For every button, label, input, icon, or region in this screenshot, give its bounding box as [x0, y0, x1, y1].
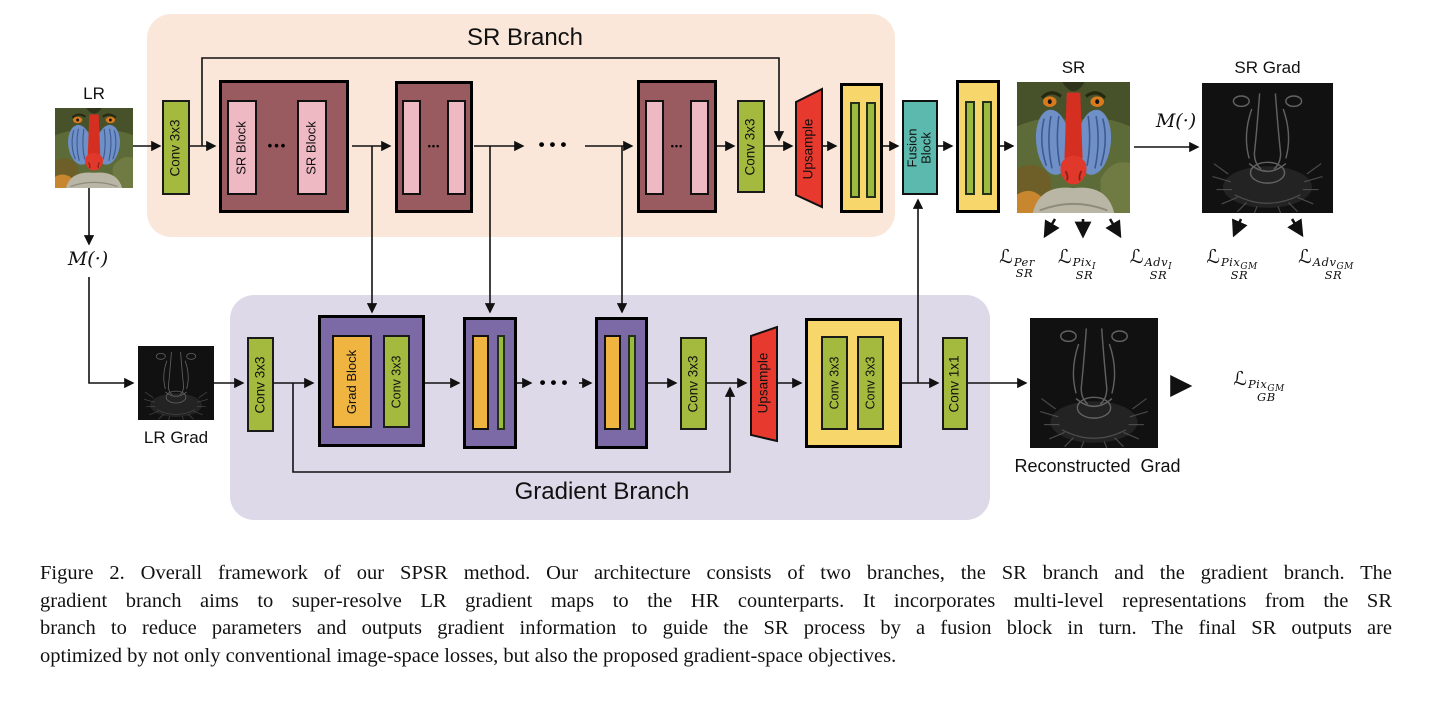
upsample-label: Upsample	[800, 118, 815, 179]
caption-line: branch to reduce parameters and outputs …	[40, 617, 1392, 639]
sr-grad-image-label: SR Grad	[1234, 58, 1301, 77]
conv1x1-grad: Conv 1x1	[942, 337, 968, 430]
upsample-grad: Upsample	[748, 336, 778, 430]
conv-bar	[628, 335, 636, 430]
conv3x3-sr-head: Conv 3x3	[162, 100, 190, 195]
lr-image	[55, 108, 133, 188]
gradient-branch-title: Gradient Branch	[514, 478, 690, 505]
caption-line: optimized by not only conventional image…	[40, 644, 897, 667]
grad-block-group-3	[595, 317, 648, 449]
conv3x3-label: Conv 3x3	[863, 356, 878, 410]
sr-image-label: SR	[1061, 58, 1086, 77]
conv3x3-label: Conv 3x3	[389, 355, 404, 408]
feature-block-sr-1	[840, 83, 883, 213]
caption-line: Figure 2. Overall framework of our SPSR …	[40, 562, 1392, 584]
gradient-map-operator: M(·)	[1155, 110, 1197, 132]
ellipsis-dots: •••	[539, 373, 573, 392]
feature-bar	[850, 102, 860, 198]
sr-branch-title: SR Branch	[466, 24, 584, 51]
conv3x3-in-grad-out-1: Conv 3x3	[821, 336, 848, 430]
gradient-map-operator: M(·)	[67, 248, 109, 270]
fusion-label-line2: Block	[919, 131, 934, 164]
conv3x3-in-grad-out-2: Conv 3x3	[857, 336, 884, 430]
sr-block-label: SR Block	[304, 120, 319, 175]
grad-block-label: Grad Block	[344, 349, 359, 414]
conv1x1-label: Conv 1x1	[947, 354, 963, 413]
conv-bar	[497, 335, 505, 430]
grad-block-bar	[604, 335, 621, 430]
figure-caption: Figure 2. Overall framework of our SPSR …	[40, 560, 1392, 670]
sr-block-2b	[447, 100, 466, 195]
conv3x3-in-grad-1: Conv 3x3	[383, 335, 410, 428]
conv3x3-grad-mid: Conv 3x3	[680, 337, 707, 430]
loss-arrows	[1043, 218, 1304, 239]
sr-block-3a	[645, 100, 664, 195]
grad-block-bar	[472, 335, 489, 430]
conv3x3-label: Conv 3x3	[168, 118, 184, 177]
feature-bar	[965, 101, 975, 195]
conv3x3-label: Conv 3x3	[252, 355, 268, 414]
conv3x3-label: Conv 3x3	[743, 117, 759, 176]
ellipsis-dots: •••	[670, 141, 684, 151]
fusion-block: Fusion Block	[902, 100, 938, 195]
feature-block-sr-2	[956, 80, 1000, 213]
reconstructed-grad-label: Reconstructed Grad	[1014, 456, 1181, 476]
caption-line: gradient branch aims to super-resolve LR…	[40, 589, 1392, 612]
sr-block-2a	[402, 100, 421, 195]
sr-image	[1017, 82, 1130, 213]
upsample-label: Upsample	[755, 352, 770, 414]
sr-block-1b: SR Block	[297, 100, 327, 195]
ellipsis-dots: •••	[427, 141, 441, 151]
sr-block-3b	[690, 100, 709, 195]
conv3x3-label: Conv 3x3	[827, 356, 842, 410]
sr-block-label: SR Block	[234, 120, 249, 175]
sr-grad-image	[1202, 83, 1333, 213]
conv3x3-sr-tail: Conv 3x3	[737, 100, 765, 193]
sr-block-1a: SR Block	[227, 100, 257, 195]
grad-block-1: Grad Block	[332, 335, 372, 428]
lr-image-label: LR	[83, 84, 105, 103]
lr-grad-image	[138, 346, 214, 420]
conv3x3-label: Conv 3x3	[685, 354, 701, 413]
ellipsis-dots: •••	[267, 138, 288, 153]
feature-bar	[982, 101, 992, 195]
conv3x3-grad-head: Conv 3x3	[247, 337, 274, 432]
ellipsis-dots: •••	[538, 135, 572, 154]
feature-bar	[866, 102, 876, 198]
feature-block-grad: Conv 3x3 Conv 3x3	[805, 318, 902, 448]
lr-grad-image-label: LR Grad	[143, 428, 209, 447]
upsample-sr: Upsample	[793, 102, 823, 195]
reconstructed-grad-image	[1030, 318, 1158, 448]
